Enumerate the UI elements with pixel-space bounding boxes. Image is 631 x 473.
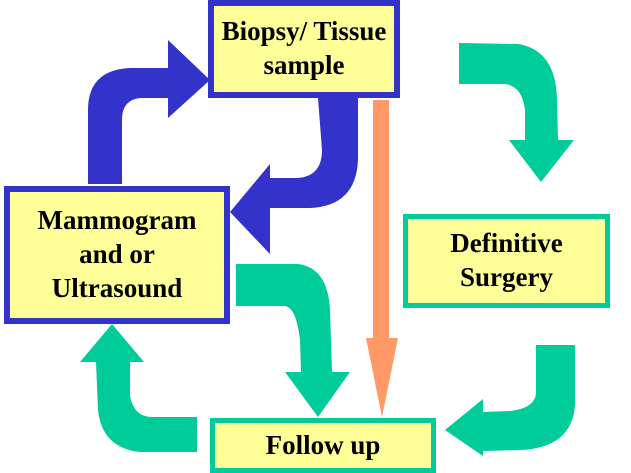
node-label-line: Surgery	[460, 262, 553, 292]
arrow-surgery-to-follow	[445, 345, 575, 456]
node-label-line: Mammogram	[37, 205, 197, 236]
node-label-line: and or	[79, 239, 155, 270]
node-definitive-surgery: Definitive Surgery	[403, 214, 610, 308]
node-label-line: Follow up	[265, 429, 381, 460]
arrow-biopsy-to-mammogram	[230, 98, 358, 254]
arrow-follow-to-mammogram	[80, 324, 197, 452]
node-label-line: Definitive	[450, 228, 563, 259]
node-mammogram-ultrasound: Mammogram and or Ultrasound	[4, 186, 230, 324]
arrow-mammogram-to-biopsy	[88, 40, 210, 184]
arrow-biopsy-to-surgery	[459, 43, 574, 182]
arrow-biopsy-to-follow	[366, 100, 398, 417]
node-biopsy-tissue-sample: Biopsy/ Tissue sample	[208, 0, 400, 98]
node-label-line: sample	[263, 50, 345, 80]
arrow-mammogram-to-follow	[236, 264, 350, 417]
node-follow-up: Follow up	[210, 418, 436, 473]
node-label-line: Biopsy/ Tissue	[221, 16, 387, 47]
node-label-line: Ultrasound	[51, 272, 183, 303]
